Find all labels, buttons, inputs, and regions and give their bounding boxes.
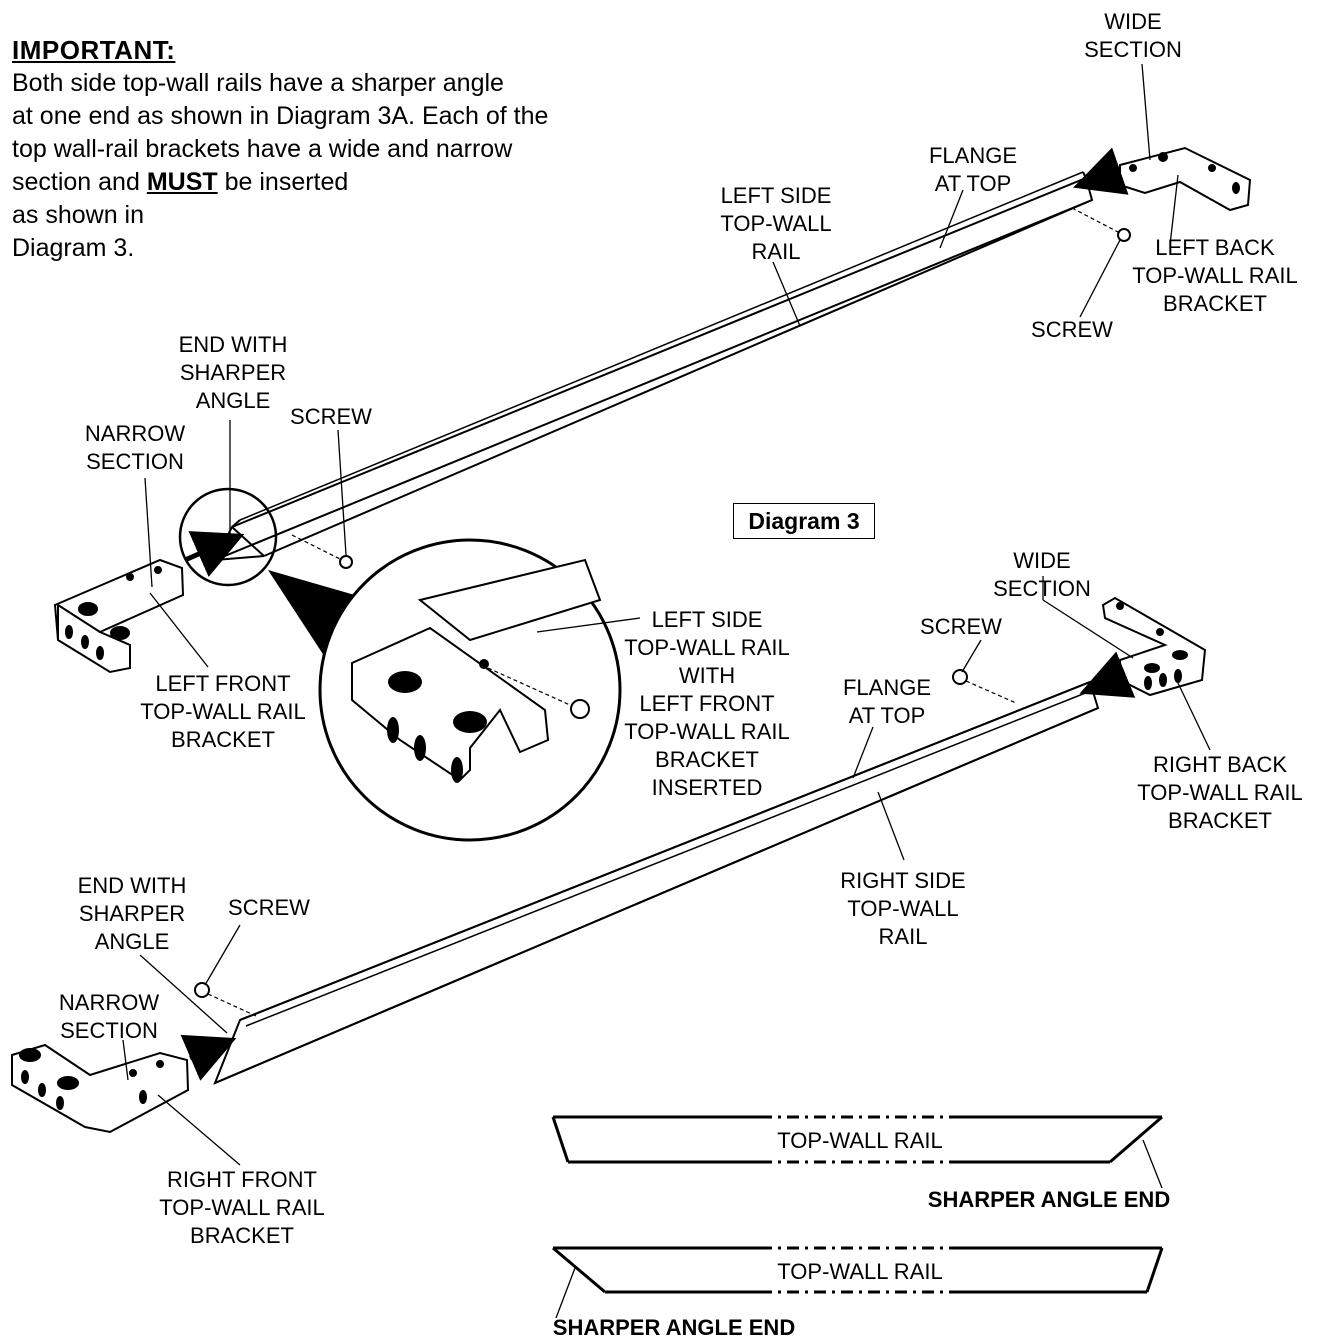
- legend-angle-end-2: SHARPER ANGLE END: [552, 1315, 796, 1340]
- screw-lower-right: [952, 669, 1017, 704]
- label-narrow-section-1: NARROW SECTION: [84, 421, 186, 474]
- label-narrow-section-2: NARROW SECTION: [58, 990, 160, 1043]
- label-left-side-rail: LEFT SIDE TOP-WALL RAIL: [720, 183, 832, 264]
- label-right-side-rail: RIGHT SIDE TOP-WALL RAIL: [840, 868, 966, 949]
- note-line-3: top wall-rail brackets have a wide and n…: [12, 135, 513, 163]
- label-screw-bottom-left: SCREW: [228, 895, 310, 920]
- note-must: MUST: [146, 168, 218, 196]
- label-end-sharper-1: END WITH SHARPER ANGLE: [178, 332, 288, 413]
- legend-rail-label-2: TOP-WALL RAIL: [777, 1259, 943, 1284]
- label-end-sharper-2: END WITH SHARPER ANGLE: [77, 873, 187, 954]
- label-screw-mid-left: SCREW: [290, 404, 372, 429]
- detail-inset: [178, 487, 622, 842]
- label-screw-mid-right: SCREW: [920, 614, 1002, 639]
- label-wide-section-2: WIDE SECTION: [993, 548, 1091, 601]
- note-heading: IMPORTANT:: [12, 35, 176, 65]
- right-front-bracket: [11, 1043, 190, 1134]
- screw-lower-left: [194, 982, 257, 1017]
- legend-angle-end-1: SHARPER ANGLE END: [927, 1187, 1171, 1212]
- instruction-note: IMPORTANT: Both side top-wall rails have…: [12, 34, 672, 265]
- label-right-back-bracket: RIGHT BACK TOP-WALL RAIL BRACKET: [1137, 752, 1303, 833]
- label-wide-section-top: WIDE SECTION: [1084, 9, 1182, 62]
- note-line-1: Both side top-wall rails have a sharper …: [12, 69, 504, 97]
- label-flange-at-top-2: FLANGE AT TOP: [842, 675, 932, 728]
- note-line-5: as shown in: [12, 201, 145, 229]
- legend-rail-2: [552, 1246, 1164, 1319]
- screw-upper-right: [1071, 207, 1131, 242]
- label-left-back-bracket: LEFT BACK TOP-WALL RAIL BRACKET: [1132, 235, 1298, 316]
- left-front-bracket: [53, 558, 185, 674]
- right-back-bracket: [1101, 596, 1207, 697]
- diagram-title: Diagram 3: [733, 503, 875, 539]
- left-back-bracket: [1119, 146, 1252, 212]
- left-side-rail: [212, 171, 1094, 562]
- screw-upper-left: [291, 534, 353, 569]
- note-line-4b: be inserted: [217, 168, 349, 196]
- note-line-4a: section and: [12, 168, 147, 196]
- note-line-6: Diagram 3.: [12, 234, 135, 262]
- note-line-2: at one end as shown in Diagram 3A. Each …: [12, 102, 549, 130]
- legend-rail-label-1: TOP-WALL RAIL: [777, 1128, 943, 1153]
- label-left-front-bracket: LEFT FRONT TOP-WALL RAIL BRACKET: [140, 671, 306, 752]
- label-screw-top-right: SCREW: [1031, 317, 1113, 342]
- label-right-front-bracket: RIGHT FRONT TOP-WALL RAIL BRACKET: [159, 1167, 325, 1248]
- leader-lines: [122, 63, 1211, 1166]
- label-inset: LEFT SIDE TOP-WALL RAIL WITH LEFT FRONT …: [624, 607, 790, 800]
- legend-rail-1: [551, 1115, 1163, 1189]
- label-flange-at-top-1: FLANGE AT TOP: [928, 143, 1018, 196]
